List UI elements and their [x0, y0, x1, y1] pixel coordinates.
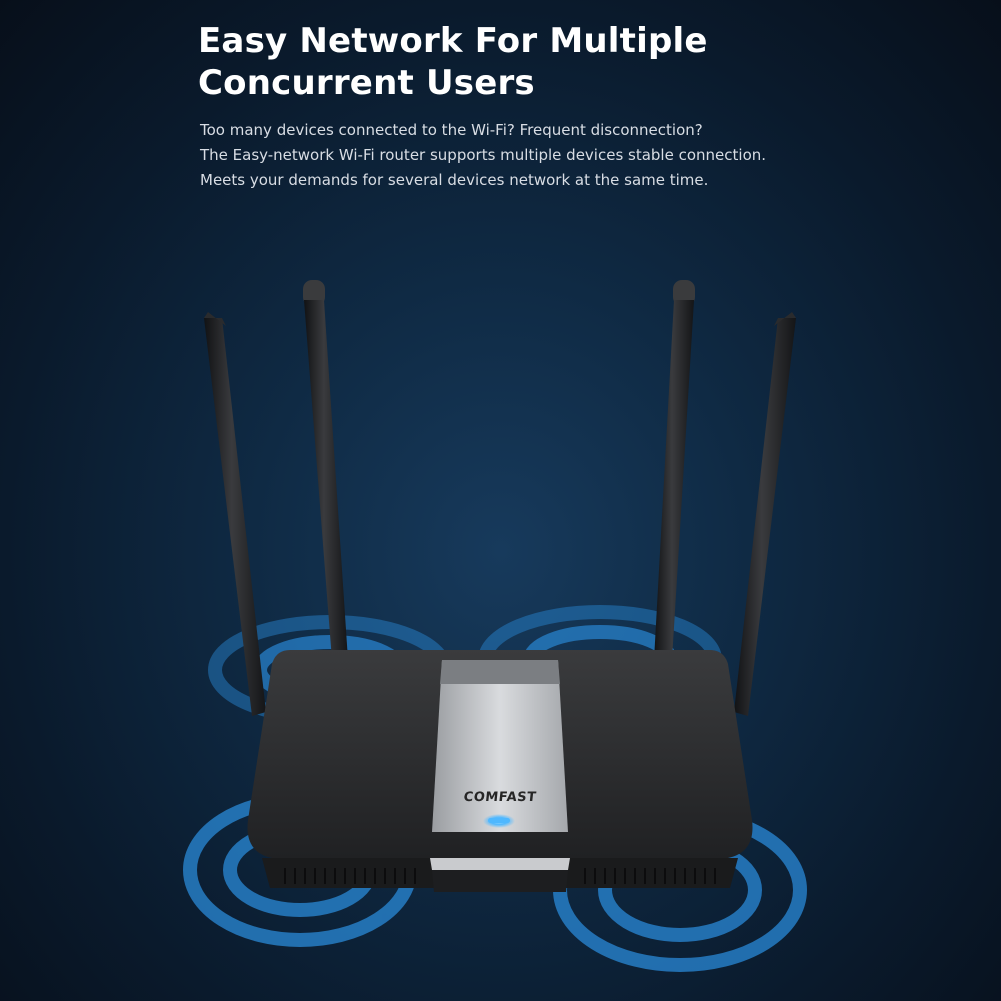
body-copy-line-1: Too many devices connected to the Wi-Fi?… — [200, 121, 703, 139]
headline: Easy Network For Multiple Concurrent Use… — [198, 20, 798, 104]
antenna-inner-left — [303, 280, 348, 660]
antenna-outer-right — [734, 312, 796, 716]
antenna-outer-left — [204, 312, 266, 716]
status-led — [483, 814, 515, 828]
antenna-inner-right — [654, 280, 695, 660]
body-copy: Too many devices connected to the Wi-Fi?… — [200, 118, 820, 193]
headline-line-1: Easy Network For Multiple — [198, 21, 708, 61]
body-copy-line-2: The Easy-network Wi-Fi router supports m… — [200, 146, 767, 164]
router-front-panel — [430, 660, 570, 892]
headline-line-2: Concurrent Users — [198, 63, 535, 103]
brand-logo: COMFAST — [462, 790, 538, 805]
body-copy-line-3: Meets your demands for several devices n… — [200, 171, 709, 189]
